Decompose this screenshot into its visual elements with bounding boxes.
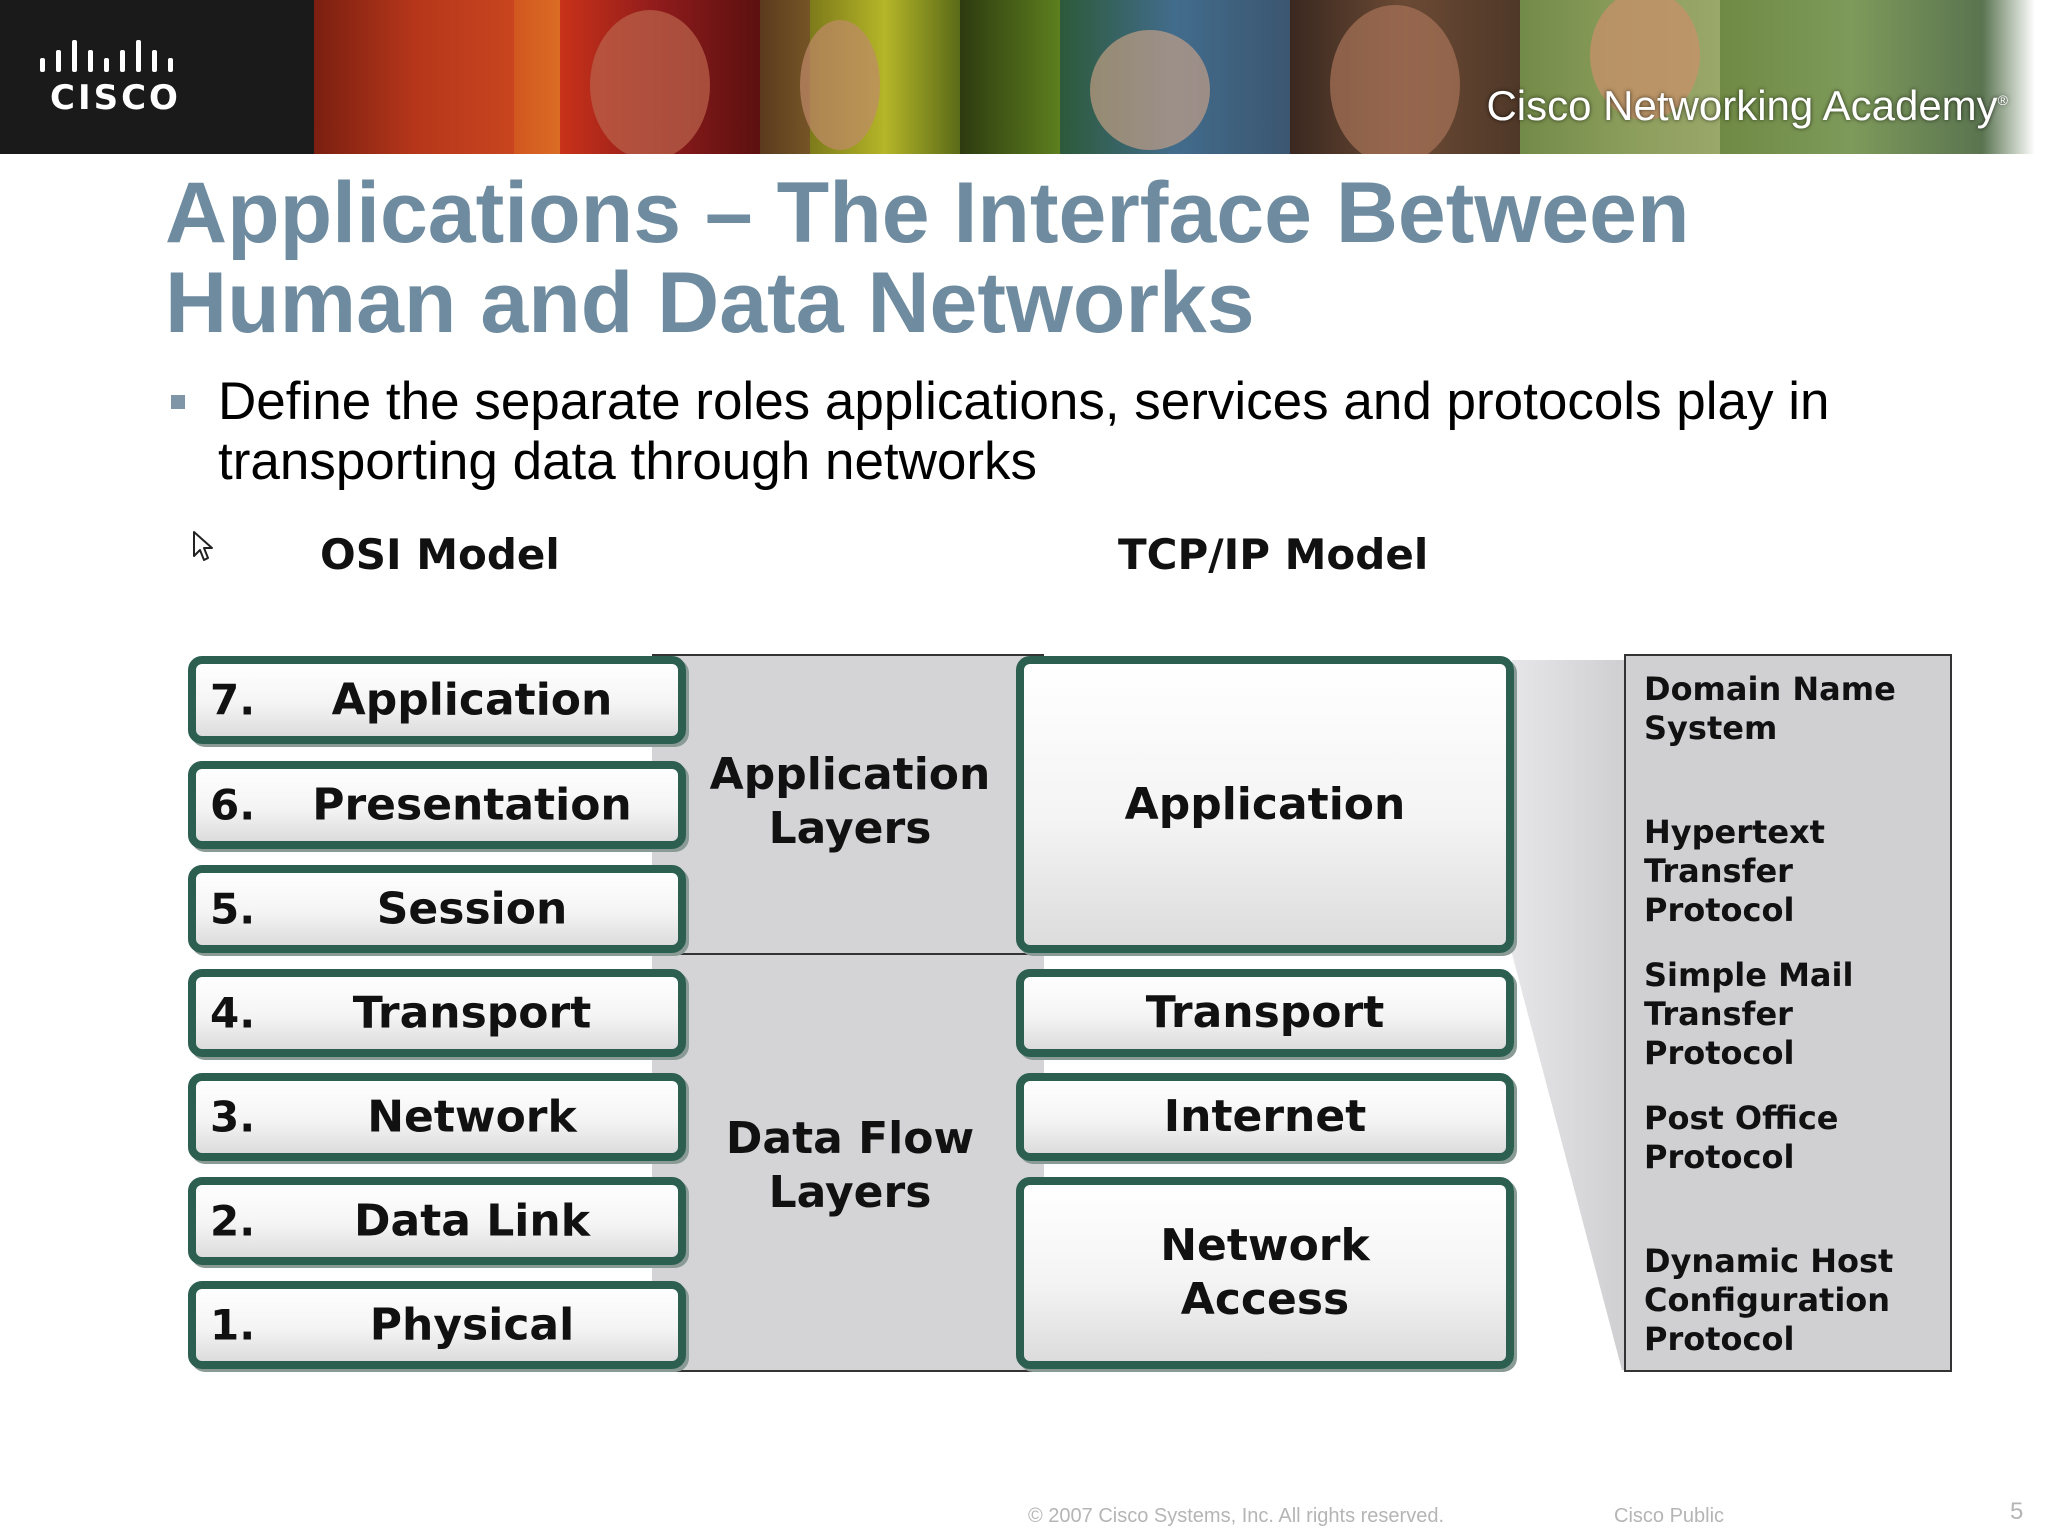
osi-layer-number: 3. (210, 1093, 255, 1142)
group-label-line: Application (700, 748, 1000, 802)
group-divider (652, 953, 1044, 955)
osi-layer-number: 7. (210, 676, 255, 725)
tcpip-layer-name: Internet (1024, 1090, 1506, 1144)
osi-layer-name: Transport (266, 988, 678, 1039)
osi-layer-data-link: 2. Data Link (188, 1177, 686, 1265)
protocol-line: Configuration (1644, 1281, 1944, 1320)
slide-title-line-1: Applications – The Interface Between (165, 168, 1985, 258)
tcpip-layer-application: Application (1016, 656, 1514, 953)
bullet-text: Define the separate roles applications, … (218, 372, 2018, 492)
trademark-mark: ® (1998, 92, 2008, 108)
osi-layer-number: 1. (210, 1301, 255, 1350)
group-label-line: Layers (700, 802, 1000, 856)
logo-wordmark: CISCO (50, 78, 181, 118)
slide-title-line-2: Human and Data Networks (165, 258, 1985, 348)
banner-photo-strip (1720, 0, 2048, 154)
protocol-dns: Domain Name System (1644, 670, 1944, 748)
tcpip-layer-transport: Transport (1016, 969, 1514, 1057)
tcpip-layer-name: Transport (1024, 986, 1506, 1040)
protocol-line: Protocol (1644, 1320, 1944, 1359)
osi-layer-number: 6. (210, 781, 255, 830)
osi-layer-number: 2. (210, 1197, 255, 1246)
tcpip-model-heading: TCP/IP Model (1118, 530, 1428, 579)
footer-classification: Cisco Public (1614, 1505, 1724, 1528)
protocol-line: Protocol (1644, 1138, 1944, 1177)
banner-photo-strip (314, 0, 514, 154)
protocol-smtp: Simple Mail Transfer Protocol (1644, 956, 1944, 1073)
protocol-dhcp: Dynamic Host Configuration Protocol (1644, 1242, 1944, 1359)
group-label-line: Data Flow (700, 1112, 1000, 1166)
protocol-connector (1512, 654, 1626, 1372)
protocol-line: Transfer Protocol (1644, 995, 1944, 1073)
protocol-pop: Post Office Protocol (1644, 1099, 1944, 1177)
tcpip-layer-internet: Internet (1016, 1073, 1514, 1161)
tcpip-layer-name-line: Network (1024, 1219, 1506, 1273)
mouse-pointer-icon (192, 530, 216, 564)
tcpip-layer-name: Application (1024, 778, 1506, 832)
osi-layer-application: 7. Application (188, 656, 686, 744)
osi-layer-name: Presentation (266, 780, 678, 831)
osi-layer-name: Data Link (266, 1196, 678, 1247)
banner-photo-strip (960, 0, 1060, 154)
cisco-bridge-icon (40, 40, 185, 78)
protocol-line: Domain Name (1644, 670, 1944, 709)
protocol-line: Post Office (1644, 1099, 1944, 1138)
protocol-line: Transfer Protocol (1644, 852, 1944, 930)
slide-page-number: 5 (2010, 1498, 2023, 1526)
osi-layer-number: 5. (210, 885, 255, 934)
header-banner: CISCO Cisco Networking Academy® (0, 0, 2048, 154)
osi-model-heading: OSI Model (320, 530, 560, 579)
group-label-line: Layers (700, 1166, 1000, 1220)
osi-layer-name: Application (266, 675, 678, 726)
tcpip-layer-name: Network Access (1024, 1219, 1506, 1327)
osi-layer-name: Network (266, 1092, 678, 1143)
protocol-line: Simple Mail (1644, 956, 1944, 995)
banner-caption-text: Cisco Networking Academy (1486, 82, 1997, 129)
osi-layer-number: 4. (210, 989, 255, 1038)
banner-caption: Cisco Networking Academy® (1486, 82, 2008, 130)
osi-layer-name: Session (266, 884, 678, 935)
osi-layer-session: 5. Session (188, 865, 686, 953)
tcpip-layer-name-line: Access (1024, 1273, 1506, 1327)
data-flow-layers-label: Data Flow Layers (700, 1112, 1000, 1220)
osi-layer-network: 3. Network (188, 1073, 686, 1161)
osi-layer-name: Physical (266, 1300, 678, 1351)
bullet-square-icon (171, 395, 185, 409)
protocol-line: System (1644, 709, 1944, 748)
osi-layer-presentation: 6. Presentation (188, 761, 686, 849)
footer-copyright: © 2007 Cisco Systems, Inc. All rights re… (1028, 1505, 1444, 1528)
banner-face (590, 10, 710, 154)
application-layers-label: Application Layers (700, 748, 1000, 856)
protocol-http: Hypertext Transfer Protocol (1644, 813, 1944, 930)
banner-face (1090, 30, 1210, 150)
slide-title: Applications – The Interface Between Hum… (165, 168, 1985, 348)
banner-face (1330, 5, 1460, 154)
protocol-line: Dynamic Host (1644, 1242, 1944, 1281)
banner-face (800, 20, 880, 150)
osi-layer-transport: 4. Transport (188, 969, 686, 1057)
cisco-logo: CISCO (0, 0, 314, 154)
osi-layer-physical: 1. Physical (188, 1281, 686, 1369)
tcpip-layer-network-access: Network Access (1016, 1177, 1514, 1369)
protocol-line: Hypertext (1644, 813, 1944, 852)
protocol-panel: Domain Name System Hypertext Transfer Pr… (1624, 654, 1952, 1372)
